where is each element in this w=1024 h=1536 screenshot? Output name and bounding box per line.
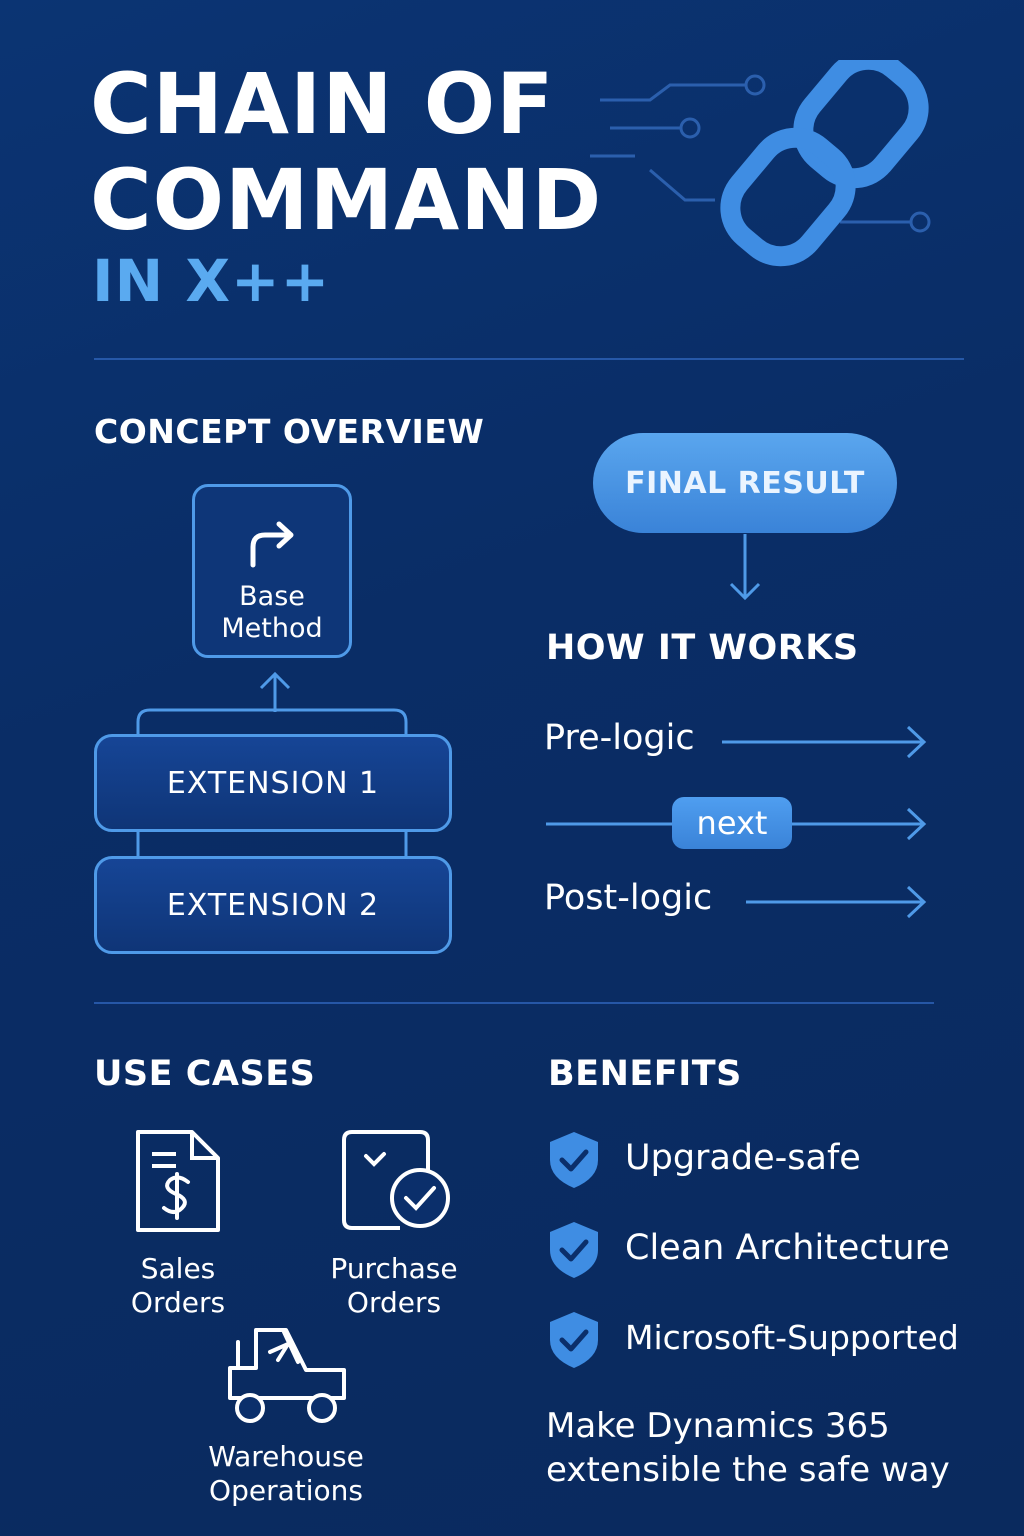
post-logic-label: Post-logic (544, 878, 713, 918)
extension-1-box: EXTENSION 1 (94, 734, 452, 832)
shield-check-icon (550, 1132, 598, 1188)
use-case-label: Warehouse Operations (208, 1440, 364, 1507)
pre-logic-label: Pre-logic (544, 718, 695, 758)
final-result-pill: FINAL RESULT (593, 433, 897, 533)
benefit-label: Microsoft-Supported (625, 1318, 959, 1357)
tagline: Make Dynamics 365 extensible the safe wa… (546, 1404, 950, 1492)
benefit-label: Clean Architecture (625, 1228, 950, 1268)
title-line-2: COMMAND (90, 151, 603, 249)
chain-link-icon (590, 60, 931, 267)
next-pill: next (672, 797, 792, 849)
invoice-dollar-icon (136, 1130, 220, 1232)
divider-top (94, 358, 964, 360)
divider-bottom (94, 1002, 934, 1004)
use-case-label: Purchase Orders (330, 1252, 458, 1319)
base-method-label: Base Method (221, 581, 323, 644)
use-cases-heading: USE CASES (94, 1054, 316, 1094)
checklist-icon (342, 1130, 450, 1230)
tagline-line-2: extensible the safe way (546, 1450, 950, 1490)
shield-check-icon (550, 1222, 598, 1278)
concept-heading: CONCEPT OVERVIEW (94, 412, 485, 451)
title-line-1: CHAIN OF (90, 55, 555, 153)
arrow-right-icon (746, 885, 927, 919)
arrow-down-icon (729, 534, 761, 601)
base-method-box: Base Method (192, 484, 352, 658)
benefit-label: Upgrade-safe (625, 1138, 861, 1178)
redirect-arrow-icon (250, 521, 294, 568)
how-it-works-heading: HOW IT WORKS (546, 628, 859, 668)
subtitle: IN X++ (92, 247, 331, 315)
arrow-up-icon (259, 671, 291, 712)
extension-2-box: EXTENSION 2 (94, 856, 452, 954)
benefits-heading: BENEFITS (548, 1054, 742, 1094)
arrow-right-icon (722, 725, 927, 759)
tagline-line-1: Make Dynamics 365 (546, 1406, 890, 1446)
forklift-icon (228, 1328, 346, 1423)
use-case-label: Sales Orders (130, 1252, 226, 1319)
shield-check-icon (550, 1312, 598, 1368)
